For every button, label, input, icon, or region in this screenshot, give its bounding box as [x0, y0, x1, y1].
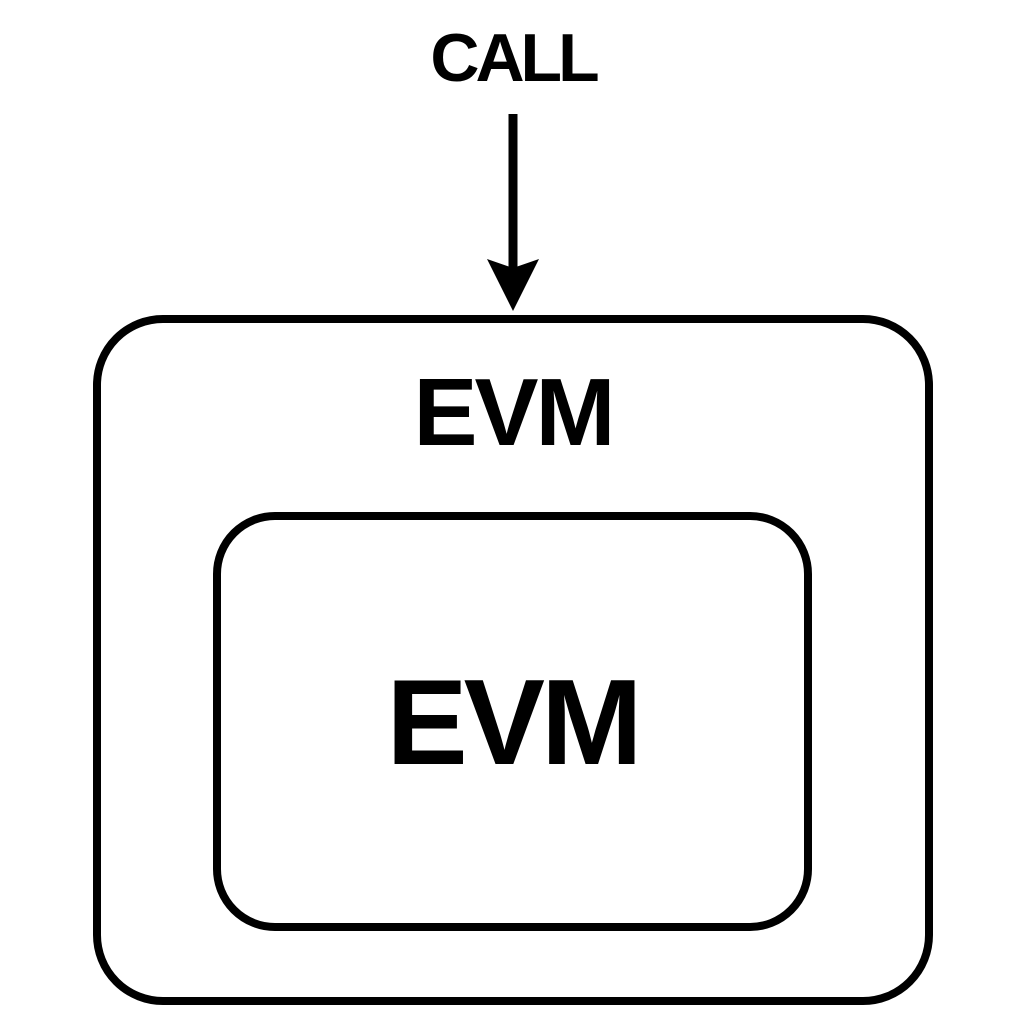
evm-inner-label: EVM	[386, 653, 642, 790]
evm-outer-label: EVM	[413, 359, 615, 466]
arrow-head	[487, 259, 539, 311]
call-label: CALL	[430, 20, 599, 96]
evm-outer-box: EVM EVM	[93, 315, 933, 1005]
down-arrow-icon	[487, 114, 539, 311]
evm-inner-box: EVM	[213, 512, 812, 931]
